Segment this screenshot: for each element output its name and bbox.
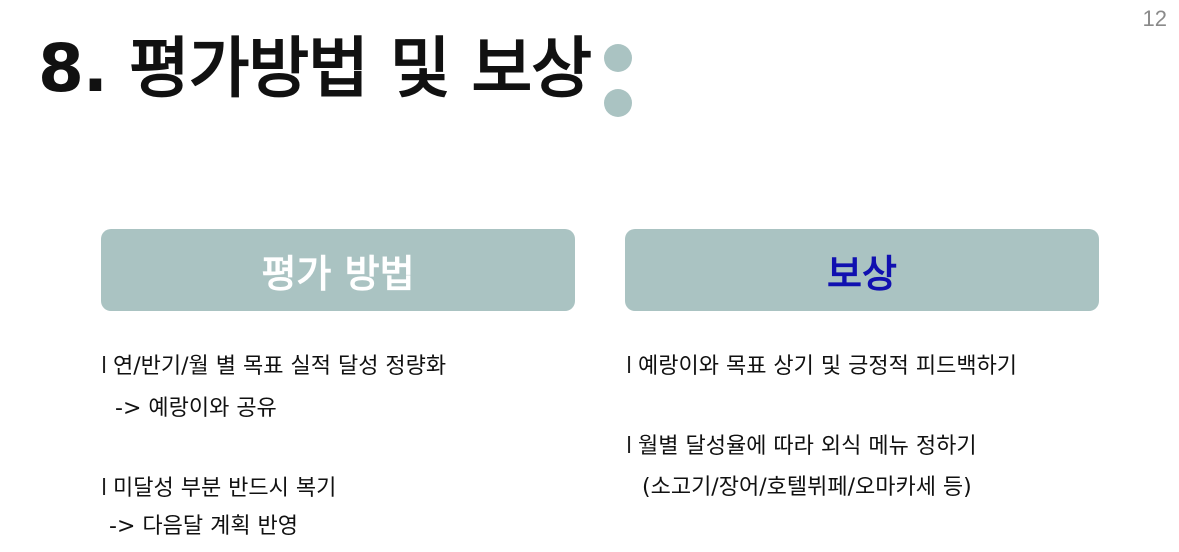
list-item-text: 연/반기/월 별 목표 실적 달성 정량화 bbox=[113, 354, 447, 379]
reward-header: 보상 bbox=[625, 229, 1099, 311]
bullet-marker: l bbox=[626, 434, 633, 459]
list-item-text: 미달성 부분 반드시 복기 bbox=[113, 476, 337, 501]
page-title: 8. 평가방법 및 보상 bbox=[38, 30, 592, 107]
bullet-marker: l bbox=[101, 354, 108, 379]
decorative-dot-bottom bbox=[604, 89, 632, 117]
bullet-marker: l bbox=[626, 354, 633, 379]
evaluation-method-header: 평가 방법 bbox=[101, 229, 575, 311]
decorative-dots bbox=[602, 42, 632, 122]
list-item-text: 예랑이와 목표 상기 및 긍정적 피드백하기 bbox=[638, 354, 1018, 379]
list-item-subtext: -> 예랑이와 공유 bbox=[115, 396, 277, 421]
page-number: 12 bbox=[1142, 6, 1167, 31]
list-item-text: 월별 달성율에 따라 외식 메뉴 정하기 bbox=[638, 434, 977, 459]
list-item-subtext: -> 다음달 계획 반영 bbox=[109, 514, 299, 539]
bullet-marker: l bbox=[101, 476, 108, 501]
decorative-dot-top bbox=[604, 44, 632, 72]
list-item-subtext: (소고기/장어/호텔뷔페/오마카세 등) bbox=[642, 475, 972, 500]
